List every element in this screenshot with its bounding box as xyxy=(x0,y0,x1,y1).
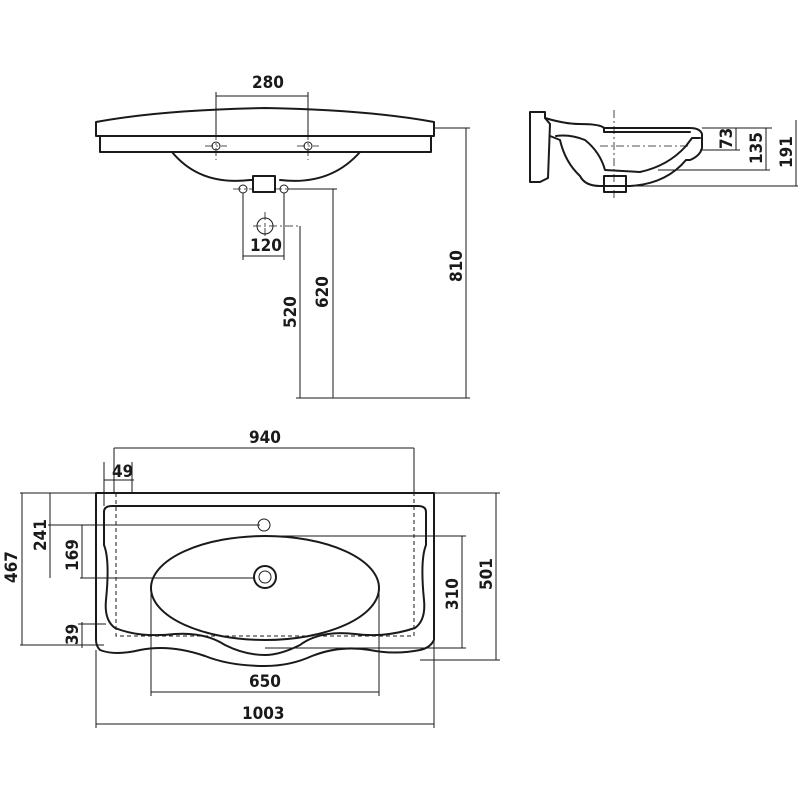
side-view: 73 135 191 xyxy=(529,110,798,200)
dim-depth-right: 501 xyxy=(477,558,497,590)
top-view: 940 49 467 241 169 39 310 501 xyxy=(2,428,500,728)
plan-drain-inner xyxy=(258,570,272,584)
plan-drain-outer xyxy=(253,565,277,589)
dim-depth-left: 467 xyxy=(2,551,22,583)
plan-outline xyxy=(95,492,435,667)
side-waste xyxy=(603,175,627,193)
front-base xyxy=(99,135,432,153)
dim-overall-width: 1003 xyxy=(242,704,285,724)
dim-waste-spacing: 120 xyxy=(250,236,282,256)
dim-bowl-center: 169 xyxy=(63,539,83,571)
dim-tap-depth: 241 xyxy=(31,519,51,551)
plan-hidden-edge xyxy=(115,493,415,637)
side-wall-bracket xyxy=(529,111,551,183)
front-rim xyxy=(95,107,435,137)
front-view: 280 120 520 620 810 xyxy=(95,73,470,399)
side-profile-inner xyxy=(555,134,701,173)
dim-bowl-depth: 310 xyxy=(443,578,463,610)
plan-inner-rim xyxy=(103,505,427,656)
dim-side-a: 73 xyxy=(717,128,737,149)
dim-waste-height: 520 xyxy=(281,296,301,328)
side-profile-outer xyxy=(544,117,703,187)
dim-side-c: 191 xyxy=(777,136,797,168)
dim-front-offset: 39 xyxy=(63,624,83,645)
dim-supply-height: 620 xyxy=(313,276,333,308)
dim-bowl-width: 650 xyxy=(249,672,281,692)
side-rim-top xyxy=(603,127,691,133)
dim-overall-height: 810 xyxy=(447,250,467,282)
dim-inner-width: 940 xyxy=(249,428,281,448)
dim-side-b: 135 xyxy=(747,132,767,164)
dim-tap-spacing: 280 xyxy=(252,73,284,93)
front-waste-outlet xyxy=(252,175,276,193)
front-bowl xyxy=(171,151,361,182)
dim-side-offset: 49 xyxy=(112,462,133,482)
